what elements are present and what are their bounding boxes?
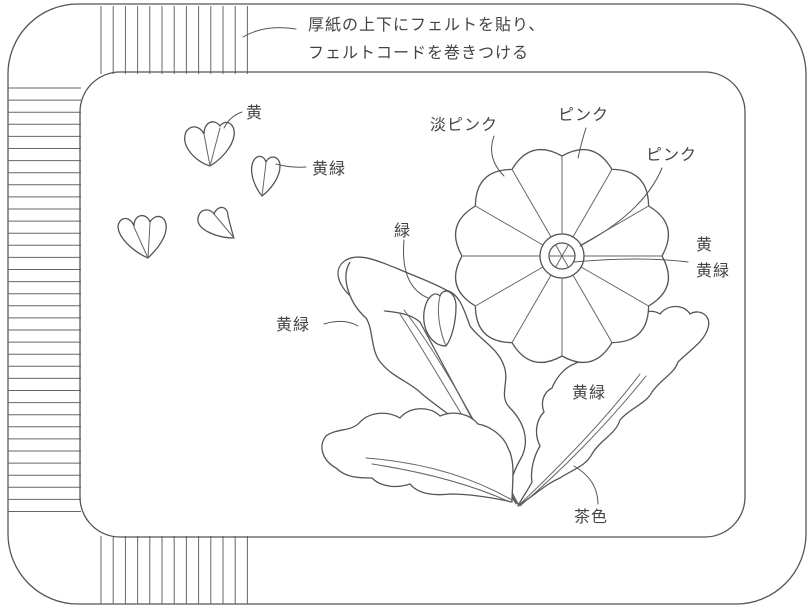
flower-petal-divider (474, 205, 544, 246)
bottom-left-leaf (321, 408, 514, 503)
note-line-1: 厚紙の上下にフェルトを貼り、 (308, 15, 545, 34)
label-pink-right: ピンク (646, 145, 697, 164)
leader-stem (573, 465, 599, 505)
small-flower-yellowgreen (250, 155, 281, 197)
leader-stem-green (403, 239, 429, 299)
note-leader-line (242, 27, 297, 38)
felt-cord-bottom (100, 536, 248, 604)
flower-center-spoke (561, 255, 569, 268)
label-center-yellow: 黄 (696, 235, 713, 254)
label-stem-green: 緑 (394, 221, 411, 240)
flower-petal-divider (580, 266, 650, 307)
felt-cord-top (100, 6, 248, 74)
leader-pink-right (579, 167, 663, 247)
label-top-left-yellowgreen: 黄緑 (312, 159, 346, 178)
green-bud (423, 290, 457, 347)
felt-cord-left (8, 87, 81, 512)
flower-petal-divider (572, 274, 613, 344)
label-top-left-yellow: 黄 (246, 103, 263, 122)
right-leaf (517, 305, 710, 507)
leader-center (573, 258, 689, 263)
flower-petal-divider (511, 274, 552, 344)
flower-center-spoke (555, 244, 563, 257)
leader-left-leaf (323, 320, 359, 327)
leader-top-left-yellow (223, 111, 243, 129)
small-flower-yellow (184, 121, 235, 167)
label-center-yellowgreen: 黄緑 (696, 261, 730, 280)
flower (454, 148, 670, 364)
flower-petal-divider (572, 168, 613, 238)
flower-center-spoke (555, 255, 563, 268)
leader-pink-top (577, 127, 587, 159)
small-petal (197, 206, 235, 239)
note-line-2: フェルトコードを巻きつける (308, 43, 529, 62)
flower-petal-divider (511, 168, 552, 238)
flower-petal-divider (580, 205, 650, 246)
label-pink-top: ピンク (558, 105, 609, 124)
flower-petal-divider (474, 266, 544, 307)
label-right-leaf: 黄緑 (572, 383, 606, 402)
label-light-pink: 淡ピンク (430, 115, 498, 134)
label-stem: 茶色 (574, 507, 608, 526)
flower-center-spoke (561, 244, 569, 257)
small-flower-left (117, 215, 167, 259)
outer-board-outline (7, 3, 807, 605)
leader-top-left-yellowgreen (275, 163, 307, 168)
leader-light-pink (491, 135, 505, 177)
label-left-leaf: 黄緑 (276, 315, 310, 334)
inner-panel-outline (79, 71, 746, 538)
